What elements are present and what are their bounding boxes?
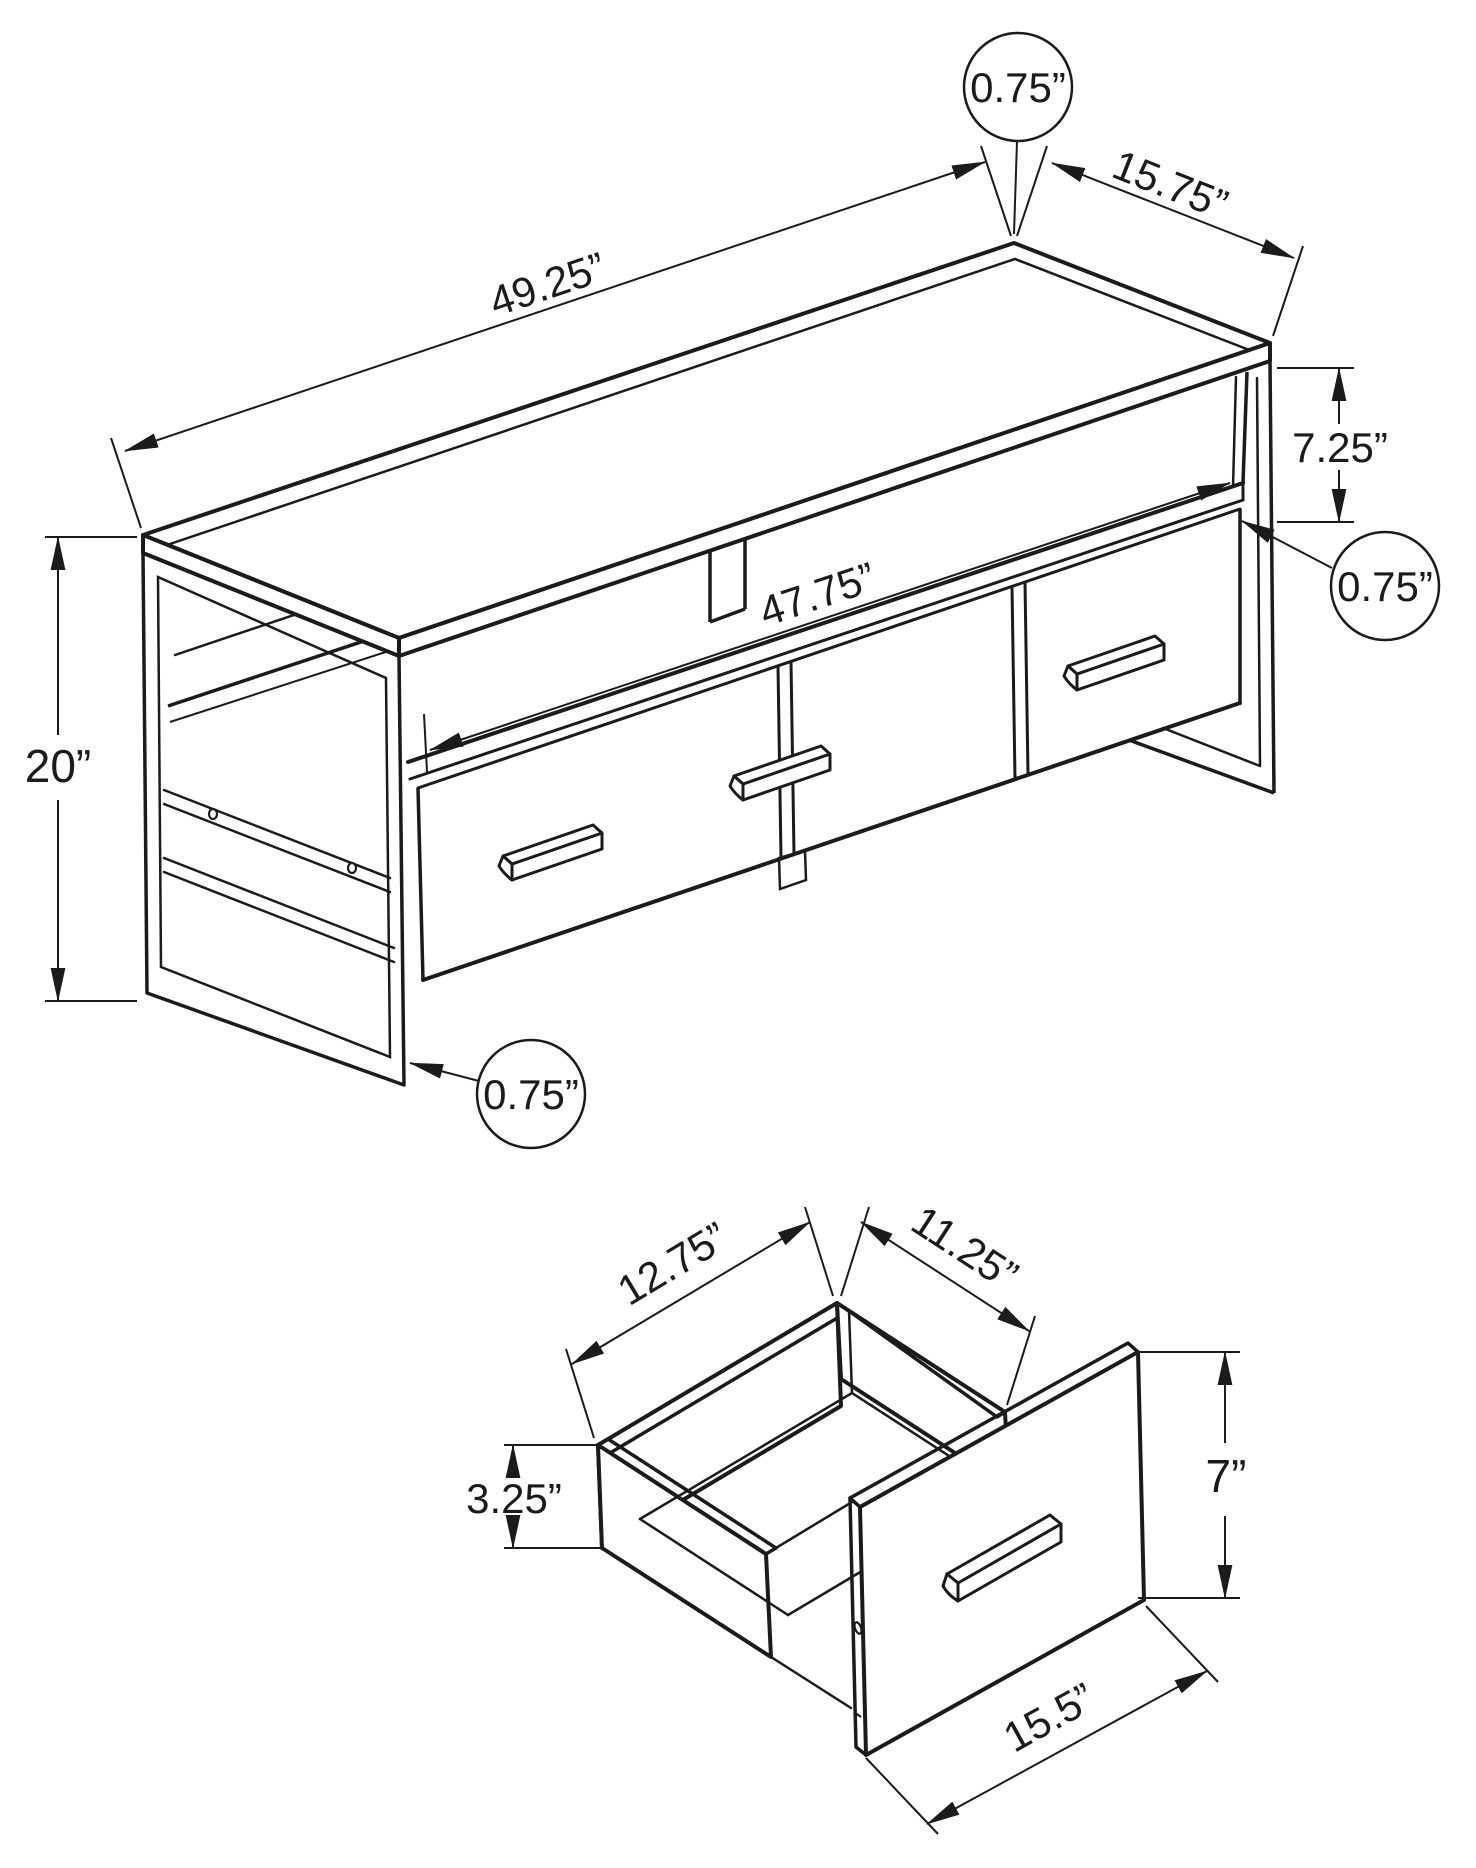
dim-label-opening-width: 47.75” — [753, 553, 881, 635]
tv-stand-figure: 49.25” 15.75” 7.25” 47.75” 20” — [25, 31, 1441, 1150]
cabinet-right-edge — [1231, 371, 1249, 489]
left-frame-rails — [162, 788, 396, 964]
callout-label-top-thickness: 0.75” — [970, 64, 1066, 111]
dim-label-depth: 15.75” — [1106, 141, 1234, 228]
dim-shelf-clearance: 7.25” — [1277, 367, 1388, 523]
dim-label-front-width: 15.5” — [996, 1674, 1103, 1762]
drawer-face-handle — [941, 1513, 1063, 1603]
callout-label-frame-thickness: 0.75” — [483, 1071, 579, 1118]
callout-top-thickness: 0.75” — [962, 31, 1074, 235]
drawer-handle-left — [497, 823, 604, 882]
inner-back-corner — [847, 1309, 854, 1395]
dim-label-shelf-clearance: 7.25” — [1292, 424, 1388, 471]
tabletop — [141, 241, 1272, 658]
dim-label-side-length: 12.75” — [609, 1213, 735, 1315]
drawer-handle-right — [1062, 634, 1166, 692]
dim-label-back-width: 11.25” — [903, 1197, 1026, 1300]
drawer-figure: 12.75” 11.25” 3.25” 7” 15.5” — [466, 1197, 1247, 1835]
callout-label-shelf-thickness: 0.75” — [1337, 563, 1433, 610]
dim-label-width: 49.25” — [483, 243, 611, 325]
right-frame — [1128, 360, 1276, 795]
dim-height-20: 20” — [25, 536, 137, 1002]
dim-label-side-height: 3.25” — [466, 1475, 562, 1522]
divider-foot — [777, 849, 808, 891]
dim-label-front-height: 7” — [1206, 1450, 1247, 1502]
callout-frame-thickness: 0.75” — [409, 1038, 587, 1150]
callout-shelf-thickness: 0.75” — [1241, 520, 1441, 642]
dim-label-height: 20” — [25, 740, 91, 792]
dim-side-height: 3.25” — [466, 1444, 602, 1549]
dim-front-height: 7” — [1138, 1351, 1247, 1599]
